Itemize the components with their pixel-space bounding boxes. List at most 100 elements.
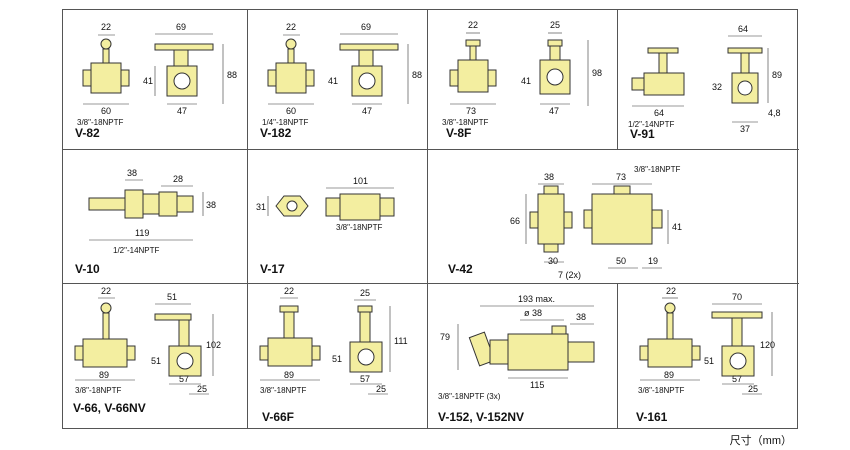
v82-side-dim: 41 <box>143 76 153 86</box>
v152-max-dim: 193 max. <box>518 294 555 304</box>
v91-side-dim: 32 <box>712 82 722 92</box>
v10-height-dim: 38 <box>206 200 216 210</box>
v66-side-dim: 51 <box>151 356 161 366</box>
v10-length-dim: 119 <box>135 228 149 238</box>
v17-thread: 3/8"-18NPTF <box>336 223 383 232</box>
v66-edge-dim: 25 <box>197 384 207 394</box>
v66-model-label: V-66, V-66NV <box>73 401 146 415</box>
v17-drawing: 31 101 3/8"-18NPTF <box>256 176 395 232</box>
v161-edge-dim: 25 <box>748 384 758 394</box>
v10-thread: 1/2"-14NPTF <box>113 246 160 255</box>
v91-bore-dim: 37 <box>740 124 750 134</box>
v8f-model-label: V-8F <box>446 126 472 140</box>
v82-height-dim: 88 <box>227 70 237 80</box>
v8f-width-dim: 73 <box>466 106 476 116</box>
v10-nut-dim: 28 <box>173 174 183 184</box>
v8f-top-dim: 22 <box>468 20 478 30</box>
v161-bore-dim: 57 <box>732 374 742 384</box>
v161-drawing: 22 70 120 51 89 57 25 3/8"-18NPTF <box>638 286 775 395</box>
v10-hex-dim: 38 <box>127 168 137 178</box>
v152-thread: 3/8"-18NPTF (3x) <box>438 392 501 401</box>
cell-v161: 22 70 120 51 89 57 25 3/8"-18NPTF V-161 <box>618 284 799 428</box>
v66f-drawing: 22 25 111 51 89 57 25 3/8"-18NPTF <box>259 286 408 395</box>
v42-drawing: 38 73 66 41 30 50 19 7 (2x) 3/8"-18NPTF <box>510 165 682 280</box>
cell-v8f: 22 25 98 41 73 47 3/8"-18NPTF V-8F <box>428 10 618 150</box>
v17-length-dim: 101 <box>353 176 368 186</box>
cell-v66f: 22 25 111 51 89 57 25 3/8"-18NPTF V-66F <box>248 284 428 428</box>
v42-depth-dim: 73 <box>616 172 626 182</box>
v152-model-label: V-152, V-152NV <box>438 410 525 424</box>
v10-drawing: 38 28 38 119 1/2"-14NPTF <box>88 168 216 255</box>
v182-thread: 1/4"-18NPTF <box>262 118 309 127</box>
v17-model-label: V-17 <box>260 262 285 276</box>
v8f-thread: 3/8"-18NPTF <box>442 118 489 127</box>
v8f-drawing: 22 25 98 41 73 47 3/8"-18NPTF <box>442 20 602 127</box>
v8f-height-dim: 98 <box>592 68 602 78</box>
v42-base-dim: 30 <box>548 256 558 266</box>
v91-width-dim: 64 <box>654 108 664 118</box>
v66-thread: 3/8"-18NPTF <box>75 386 122 395</box>
v161-thread: 3/8"-18NPTF <box>638 386 685 395</box>
v42-holes-dim: 7 (2x) <box>558 270 581 280</box>
v66f-bore-dim: 57 <box>360 374 370 384</box>
cell-v82: 22 69 88 41 60 47 3/8"-18NPTF V-82 <box>63 10 248 150</box>
v82-top-dim: 22 <box>101 22 111 32</box>
v182-bore-dim: 47 <box>362 106 372 116</box>
v91-height-dim: 89 <box>772 70 782 80</box>
v66f-side-dim: 51 <box>332 354 342 364</box>
v42-off1-dim: 50 <box>616 256 626 266</box>
v66f-width-dim: 89 <box>284 370 294 380</box>
v82-width-dim: 60 <box>101 106 111 116</box>
v161-top-dim: 22 <box>666 286 676 296</box>
v182-top-dim: 22 <box>286 22 296 32</box>
v8f-side-dim: 41 <box>521 76 531 86</box>
v161-height-dim: 120 <box>760 340 775 350</box>
v66f-height-dim: 111 <box>394 336 408 346</box>
v82-bore-dim: 47 <box>177 106 187 116</box>
v66-bore-dim: 57 <box>179 374 189 384</box>
v42-height-dim: 66 <box>510 216 520 226</box>
v66f-model-label: V-66F <box>262 410 295 424</box>
v152-length-dim: 115 <box>530 380 544 390</box>
v42-off2-dim: 19 <box>648 256 658 266</box>
v66f-top-dim: 22 <box>284 286 294 296</box>
v82-model-label: V-82 <box>75 126 100 140</box>
v66-height-dim: 102 <box>206 340 221 350</box>
v182-height-dim: 88 <box>412 70 422 80</box>
v66-top-dim: 22 <box>101 286 111 296</box>
valve-dimension-table: 22 69 88 41 60 47 3/8"-18NPTF V-82 22 69… <box>62 9 799 429</box>
v66f-handle-dim: 25 <box>360 288 370 298</box>
v152-dia-dim: ø 38 <box>524 308 542 318</box>
v182-side-dim: 41 <box>328 76 338 86</box>
v42-thread: 3/8"-18NPTF <box>634 165 681 174</box>
v182-handle-dim: 69 <box>361 22 371 32</box>
v152-height-dim: 79 <box>440 332 450 342</box>
v66f-thread: 3/8"-18NPTF <box>260 386 307 395</box>
cell-v10: 38 28 38 119 1/2"-14NPTF V-10 <box>63 150 248 284</box>
v66f-edge-dim: 25 <box>376 384 386 394</box>
v17-hex-dim: 31 <box>256 202 266 212</box>
cell-v152: 193 max. ø 38 38 79 115 3/8"-18NPTF (3x)… <box>428 284 618 428</box>
v91-drawing: 64 89 4,8 32 64 37 1/2"-14NPTF <box>628 24 782 134</box>
v161-handle-dim: 70 <box>732 292 742 302</box>
v152-end-dim: 38 <box>576 312 586 322</box>
cell-v66: 22 51 102 51 89 57 25 3/8"-18NPTF V-66, … <box>63 284 248 428</box>
cell-v42: 38 73 66 41 30 50 19 7 (2x) 3/8"-18NPTF … <box>428 150 799 284</box>
v161-width-dim: 89 <box>664 370 674 380</box>
v82-drawing: 22 69 88 41 60 47 3/8"-18NPTF <box>77 22 237 127</box>
v152-drawing: 193 max. ø 38 38 79 115 3/8"-18NPTF (3x) <box>438 294 595 401</box>
v161-side-dim: 51 <box>704 356 714 366</box>
v82-handle-dim: 69 <box>176 22 186 32</box>
v182-model-label: V-182 <box>260 126 292 140</box>
unit-note: 尺寸（mm） <box>729 435 792 447</box>
v82-thread: 3/8"-18NPTF <box>77 118 124 127</box>
v66-handle-dim: 51 <box>167 292 177 302</box>
v10-model-label: V-10 <box>75 262 100 276</box>
v91-model-label: V-91 <box>630 127 655 141</box>
v42-model-label: V-42 <box>448 262 473 276</box>
v182-drawing: 22 69 88 41 60 47 1/4"-18NPTF <box>262 22 422 127</box>
cell-v17: 31 101 3/8"-18NPTF V-17 <box>248 150 428 284</box>
v42-width-dim: 38 <box>544 172 554 182</box>
v91-top-dim: 64 <box>738 24 748 34</box>
v66-drawing: 22 51 102 51 89 57 25 3/8"-18NPTF <box>74 286 221 395</box>
